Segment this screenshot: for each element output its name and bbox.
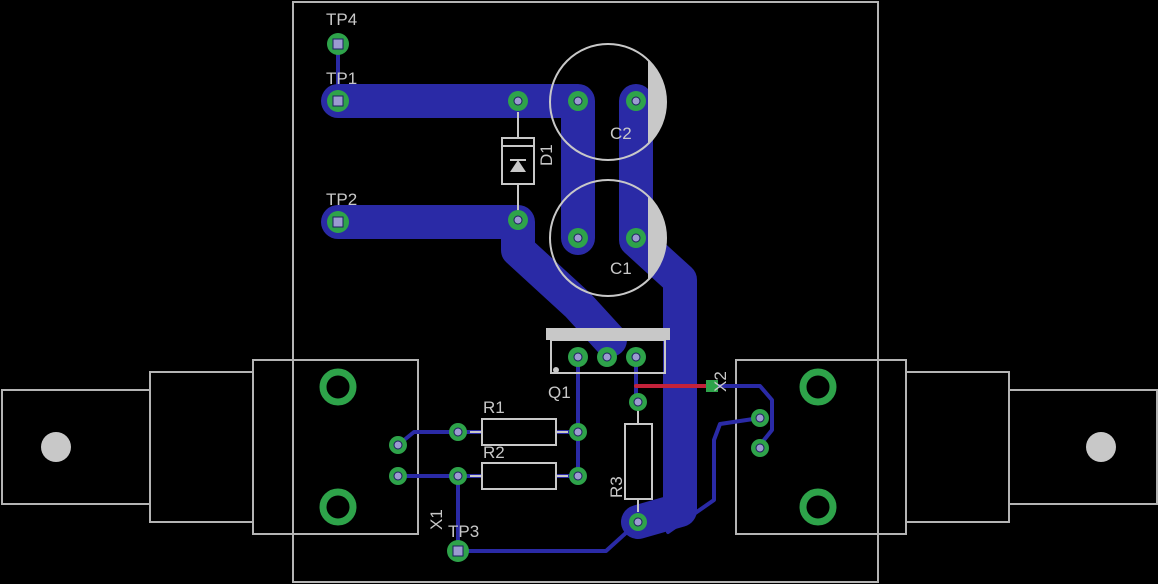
pad-c1-1[interactable] [568, 228, 588, 248]
pad-x2-mount-top[interactable] [799, 368, 837, 406]
pad-q1-3[interactable] [626, 347, 646, 367]
label-r2: R2 [483, 443, 505, 462]
pad-c2-1[interactable] [568, 91, 588, 111]
pad-x1-mount-top[interactable] [319, 368, 357, 406]
pad-r1-1[interactable] [449, 423, 467, 441]
pad-x1-a[interactable] [389, 436, 407, 454]
pad-x1-b[interactable] [389, 467, 407, 485]
label-c1: C1 [610, 259, 632, 278]
wide-traces [321, 84, 697, 539]
pad-q1-1[interactable] [568, 347, 588, 367]
pad-x2-mount-bottom[interactable] [799, 488, 837, 526]
label-tp4: TP4 [326, 10, 357, 29]
label-tp1: TP1 [326, 69, 357, 88]
pad-tp1[interactable] [327, 90, 349, 112]
connector-x2-outline [735, 359, 1158, 535]
pad-x1-mount-bottom[interactable] [319, 488, 357, 526]
pad-x2-a[interactable] [751, 409, 769, 427]
pad-c1-2[interactable] [626, 228, 646, 248]
pads [319, 33, 837, 562]
transistor-q1[interactable] [546, 328, 670, 374]
label-c2: C2 [610, 124, 632, 143]
label-x2: X2 [711, 371, 730, 392]
pad-d1-1[interactable] [508, 91, 528, 111]
pad-x2-b[interactable] [751, 439, 769, 457]
pad-tp4[interactable] [327, 33, 349, 55]
label-q1: Q1 [548, 383, 571, 402]
label-d1: D1 [537, 144, 556, 166]
pad-r2-2[interactable] [569, 467, 587, 485]
pad-tp2[interactable] [327, 211, 349, 233]
label-r1: R1 [483, 398, 505, 417]
label-x1: X1 [427, 509, 446, 530]
pad-x2-jumper[interactable] [706, 380, 718, 392]
diode-d1[interactable] [501, 112, 535, 212]
label-r3: R3 [607, 476, 626, 498]
pad-q1-2[interactable] [597, 347, 617, 367]
resistor-r1[interactable] [470, 418, 568, 446]
label-tp3: TP3 [448, 522, 479, 541]
board-outline [292, 1, 879, 583]
pad-d1-2[interactable] [508, 210, 528, 230]
connector-x1-outline [1, 359, 419, 535]
capacitor-c2[interactable] [549, 43, 667, 161]
pad-c2-2[interactable] [626, 91, 646, 111]
pad-tp3[interactable] [447, 540, 469, 562]
resistor-r3[interactable] [624, 410, 653, 512]
capacitor-c1[interactable] [549, 179, 667, 297]
pad-r1-2[interactable] [569, 423, 587, 441]
label-tp2: TP2 [326, 190, 357, 209]
pad-r3-2[interactable] [629, 513, 647, 531]
pad-r3-1[interactable] [629, 393, 647, 411]
pad-r2-1[interactable] [449, 467, 467, 485]
resistor-r2[interactable] [470, 462, 568, 490]
